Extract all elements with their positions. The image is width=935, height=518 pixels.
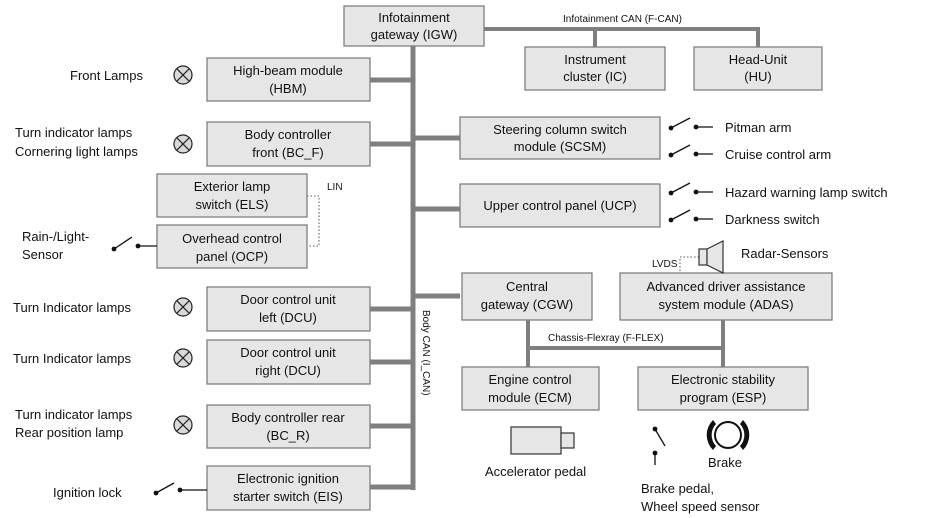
svg-text:(HU): (HU)	[744, 69, 771, 84]
cruise-arm-label: Cruise control arm	[725, 147, 831, 162]
dcul-lamps-label: Turn Indicator lamps	[13, 300, 132, 315]
svg-text:Advanced driver assistance: Advanced driver assistance	[647, 279, 806, 294]
lamp-icon	[173, 348, 193, 368]
module-ic[interactable]: Instrument cluster (IC)	[524, 46, 666, 91]
lvds-link	[679, 256, 699, 273]
svg-text:(HBM): (HBM)	[269, 81, 307, 96]
svg-text:Body controller rear: Body controller rear	[231, 410, 345, 425]
module-bcr[interactable]: Body controller rear (BC_R)	[206, 404, 371, 449]
module-els[interactable]: Exterior lamp switch (ELS)	[156, 173, 308, 218]
module-cgw[interactable]: Central gateway (CGW)	[461, 272, 593, 321]
svg-text:gateway (CGW): gateway (CGW)	[481, 297, 573, 312]
bcr-lamps-label-line1: Turn indicator lamps	[15, 407, 133, 422]
svg-text:system module (ADAS): system module (ADAS)	[658, 297, 793, 312]
hazard-switch-label: Hazard warning lamp switch	[725, 185, 888, 200]
flexray-label: Chassis-Flexray (F-FLEX)	[548, 333, 664, 344]
svg-text:Door control unit: Door control unit	[240, 292, 336, 307]
svg-text:Electronic stability: Electronic stability	[671, 372, 776, 387]
module-hbm[interactable]: High-beam module (HBM)	[206, 57, 371, 102]
rain-sensor-label-line2: Sensor	[22, 247, 64, 262]
chassis-flexray-bus	[526, 320, 725, 367]
switch-icon	[652, 426, 666, 465]
rain-sensor-label-line1: Rain-/Light-	[22, 229, 89, 244]
brake-pedal-label-line2: Wheel speed sensor	[641, 499, 760, 514]
module-dcu-left[interactable]: Door control unit left (DCU)	[206, 286, 371, 332]
svg-text:program (ESP): program (ESP)	[680, 390, 767, 405]
brake-pedal-label-line1: Brake pedal,	[641, 481, 714, 496]
svg-text:Overhead control: Overhead control	[182, 231, 282, 246]
svg-text:Engine control: Engine control	[488, 372, 571, 387]
module-igw[interactable]: Infotainment gateway (IGW)	[343, 5, 485, 47]
ignition-lock-label: Ignition lock	[53, 485, 122, 500]
module-dcu-right[interactable]: Door control unit right (DCU)	[206, 339, 371, 385]
svg-text:left (DCU): left (DCU)	[259, 310, 317, 325]
svg-text:Central: Central	[506, 279, 548, 294]
pitman-arm-label: Pitman arm	[725, 120, 791, 135]
module-esp[interactable]: Electronic stability program (ESP)	[637, 366, 809, 411]
svg-text:switch (ELS): switch (ELS)	[196, 197, 269, 212]
brake-icon	[706, 420, 750, 450]
dcur-lamps-label: Turn Indicator lamps	[13, 351, 132, 366]
radar-sensor-icon	[698, 240, 724, 274]
bcf-lamps-label-line1: Turn indicator lamps	[15, 125, 133, 140]
svg-text:front (BC_F): front (BC_F)	[252, 145, 324, 160]
accelerator-pedal-label: Accelerator pedal	[485, 464, 586, 479]
svg-text:panel (OCP): panel (OCP)	[196, 249, 268, 264]
svg-text:(BC_R): (BC_R)	[266, 428, 309, 443]
svg-text:Steering column switch: Steering column switch	[493, 122, 627, 137]
lvds-label: LVDS	[652, 259, 678, 270]
pedal-sensor-icon	[510, 426, 575, 455]
lamp-icon	[173, 134, 193, 154]
module-adas[interactable]: Advanced driver assistance system module…	[619, 272, 833, 321]
switch-icon	[668, 117, 713, 131]
svg-text:cluster (IC): cluster (IC)	[563, 69, 627, 84]
darkness-switch-label: Darkness switch	[725, 212, 820, 227]
radar-sensors-label: Radar-Sensors	[741, 246, 829, 261]
lamp-icon	[173, 65, 193, 85]
body-can-bus	[370, 45, 460, 490]
module-ocp[interactable]: Overhead control panel (OCP)	[156, 224, 308, 269]
lamp-icon	[173, 297, 193, 317]
svg-text:High-beam module: High-beam module	[233, 63, 343, 78]
svg-text:Head-Unit: Head-Unit	[729, 52, 788, 67]
lamp-icon	[173, 415, 193, 435]
svg-text:gateway (IGW): gateway (IGW)	[371, 27, 458, 42]
infotainment-can-label: Infotainment CAN (F-CAN)	[563, 14, 682, 25]
module-hu[interactable]: Head-Unit (HU)	[693, 46, 823, 91]
switch-icon	[668, 209, 713, 223]
svg-text:module (ECM): module (ECM)	[488, 390, 572, 405]
module-ucp[interactable]: Upper control panel (UCP)	[459, 183, 661, 228]
bcf-lamps-label-line2: Cornering light lamps	[15, 144, 138, 159]
body-can-label: Body CAN (I_CAN)	[420, 310, 431, 396]
lin-bus	[307, 195, 320, 247]
svg-text:right (DCU): right (DCU)	[255, 363, 321, 378]
svg-text:Infotainment: Infotainment	[378, 10, 450, 25]
module-eis[interactable]: Electronic ignition starter switch (EIS)	[206, 465, 371, 511]
front-lamps-label: Front Lamps	[70, 68, 143, 83]
svg-text:module (SCSM): module (SCSM)	[514, 139, 606, 154]
bcr-lamps-label-line2: Rear position lamp	[15, 425, 123, 440]
module-ecm[interactable]: Engine control module (ECM)	[461, 366, 600, 411]
lin-label: LIN	[327, 182, 343, 193]
svg-text:Body controller: Body controller	[245, 127, 332, 142]
module-bcf[interactable]: Body controller front (BC_F)	[206, 121, 371, 167]
svg-text:starter switch (EIS): starter switch (EIS)	[233, 489, 343, 504]
svg-text:Door control unit: Door control unit	[240, 345, 336, 360]
switch-icon	[668, 182, 713, 196]
switch-icon	[668, 144, 713, 158]
svg-text:Electronic ignition: Electronic ignition	[237, 471, 339, 486]
brake-label: Brake	[708, 455, 742, 470]
module-scsm[interactable]: Steering column switch module (SCSM)	[459, 116, 661, 160]
infotainment-can-bus	[483, 27, 760, 47]
svg-text:Instrument: Instrument	[564, 52, 626, 67]
svg-text:Exterior lamp: Exterior lamp	[194, 179, 271, 194]
switch-icon	[153, 482, 207, 496]
svg-text:Upper control panel (UCP): Upper control panel (UCP)	[483, 198, 636, 213]
switch-icon	[111, 236, 157, 252]
